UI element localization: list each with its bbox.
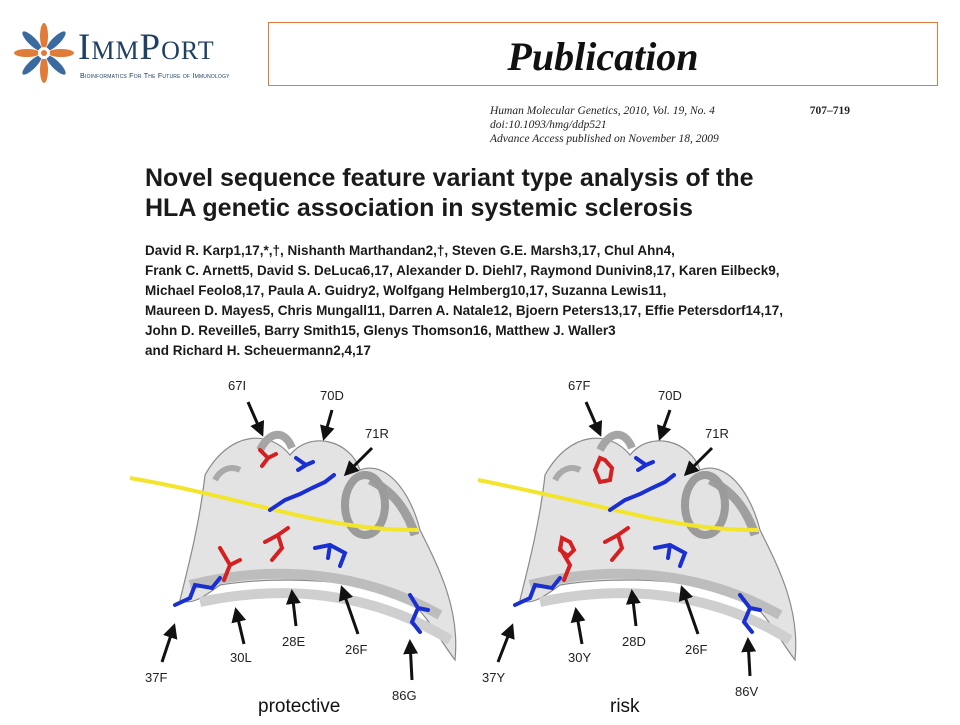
page-title: Publication [507, 34, 699, 79]
peptide-strand [477, 478, 759, 532]
author-list: David R. Karp1,17,*,†, Nishanth Marthand… [145, 241, 865, 361]
residue-label: 30L [230, 650, 252, 665]
logo-wordmark: ImmPort [78, 27, 215, 68]
residue-label: 37Y [482, 670, 505, 685]
author-line: David R. Karp1,17,*,†, Nishanth Marthand… [145, 243, 675, 258]
author-line: Michael Feolo8,17, Paula A. Guidry2, Wol… [145, 283, 667, 298]
panel-caption: protective [258, 696, 340, 717]
residue-label: 26F [685, 642, 707, 657]
peptide-strand [129, 476, 419, 532]
residue-label: 26F [345, 642, 367, 657]
hla-structure-figure: 67I 70D 71R 37F 30L 28E 26F 86G protecti… [120, 370, 820, 720]
author-line: Maureen D. Mayes5, Chris Mungall11, Darr… [145, 303, 784, 318]
residue-sidechains [513, 455, 762, 634]
residue-label: 86G [392, 688, 417, 703]
residue-label: 71R [705, 426, 729, 441]
residue-label: 37F [145, 670, 167, 685]
journal-name: Human Molecular Genetics, 2010, Vol. 19,… [490, 105, 715, 117]
panel-caption: risk [610, 696, 640, 717]
structure-figure-svg: 67I 70D 71R 37F 30L 28E 26F 86G protecti… [129, 378, 797, 717]
residue-label: 70D [658, 388, 682, 403]
pointer-arrows [160, 401, 419, 681]
residue-label: 67I [228, 378, 246, 393]
residue-label: 30Y [568, 650, 591, 665]
immport-logo: ImmPort Bioinformatics For The Future of… [14, 20, 264, 90]
title-box: Publication [268, 22, 938, 86]
residue-sidechains [173, 448, 430, 634]
doi: doi:10.1093/hmg/ddp521 [490, 119, 607, 131]
paper-title: Novel sequence feature variant type anal… [145, 163, 845, 223]
logo-tagline: Bioinformatics For The Future of Immunol… [80, 71, 230, 80]
residue-label: 71R [365, 426, 389, 441]
page-range: 707–719 [809, 105, 850, 117]
residue-label: 70D [320, 388, 344, 403]
residue-label: 28E [282, 634, 305, 649]
panel-protective: 67I 70D 71R 37F 30L 28E 26F 86G protecti… [129, 378, 457, 717]
residue-label: 67F [568, 378, 590, 393]
paper-title-line: HLA genetic association in systemic scle… [145, 194, 693, 222]
paper-title-line: Novel sequence feature variant type anal… [145, 164, 754, 192]
author-line: Frank C. Arnett5, David S. DeLuca6,17, A… [145, 263, 780, 278]
residue-labels: 67I 70D 71R 37F 30L 28E 26F 86G [145, 378, 417, 703]
immport-star-icon [14, 23, 74, 83]
author-line: and Richard H. Scheuermann2,4,17 [145, 343, 371, 358]
pointer-arrows [496, 401, 757, 677]
residue-labels: 67F 70D 71R 37Y 30Y 28D 26F 86V [482, 378, 758, 699]
journal-citation: Human Molecular Genetics, 2010, Vol. 19,… [490, 104, 850, 146]
advance-access: Advance Access published on November 18,… [490, 133, 719, 145]
residue-label: 28D [622, 634, 646, 649]
panel-risk: 67F 70D 71R 37Y 30Y 28D 26F 86V risk [477, 378, 797, 717]
author-line: John D. Reveille5, Barry Smith15, Glenys… [145, 323, 616, 338]
residue-label: 86V [735, 684, 758, 699]
